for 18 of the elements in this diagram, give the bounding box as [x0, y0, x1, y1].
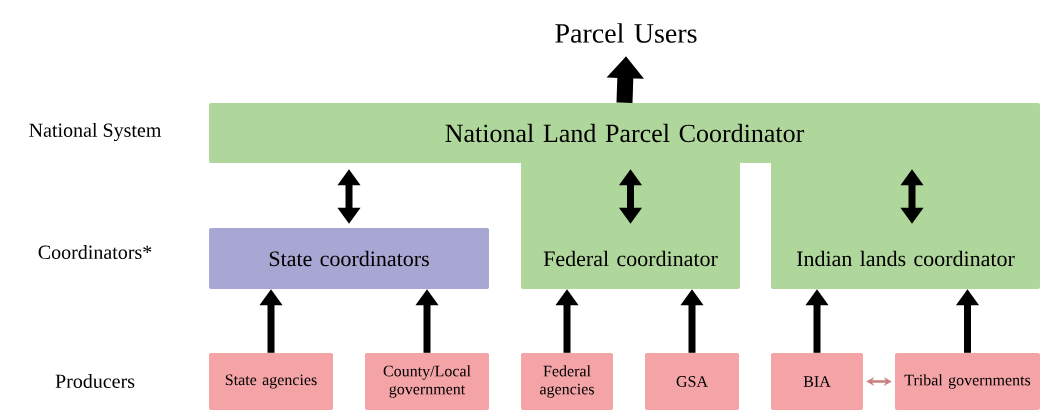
row-label: Producers — [55, 373, 135, 388]
coordinator-box: State coordinators — [209, 228, 489, 289]
producer-box: BIA — [771, 353, 863, 410]
arrow — [866, 376, 892, 387]
coordinator-box: Federal coordinator — [521, 228, 740, 289]
producer-box: GSA — [645, 353, 739, 410]
node-label: Indian lands coordinator — [796, 250, 1015, 267]
row-label: National System — [29, 122, 162, 142]
coordinator-band: National Land Parcel Coordinator — [209, 103, 1040, 232]
producer-box: State agencies — [209, 353, 333, 410]
coordinator-box: Indian lands coordinator — [771, 228, 1040, 289]
node-label: National Land Parcel Coordinator — [445, 123, 805, 143]
title-text: Parcel Users — [555, 23, 697, 43]
node-label: Federal coordinator — [543, 250, 718, 267]
producer-box: Federal agencies — [521, 353, 613, 410]
producer-box: Tribal governments — [895, 353, 1040, 410]
row-label: Coordinators* — [38, 244, 152, 259]
producer-box: County/Local government — [365, 353, 489, 410]
